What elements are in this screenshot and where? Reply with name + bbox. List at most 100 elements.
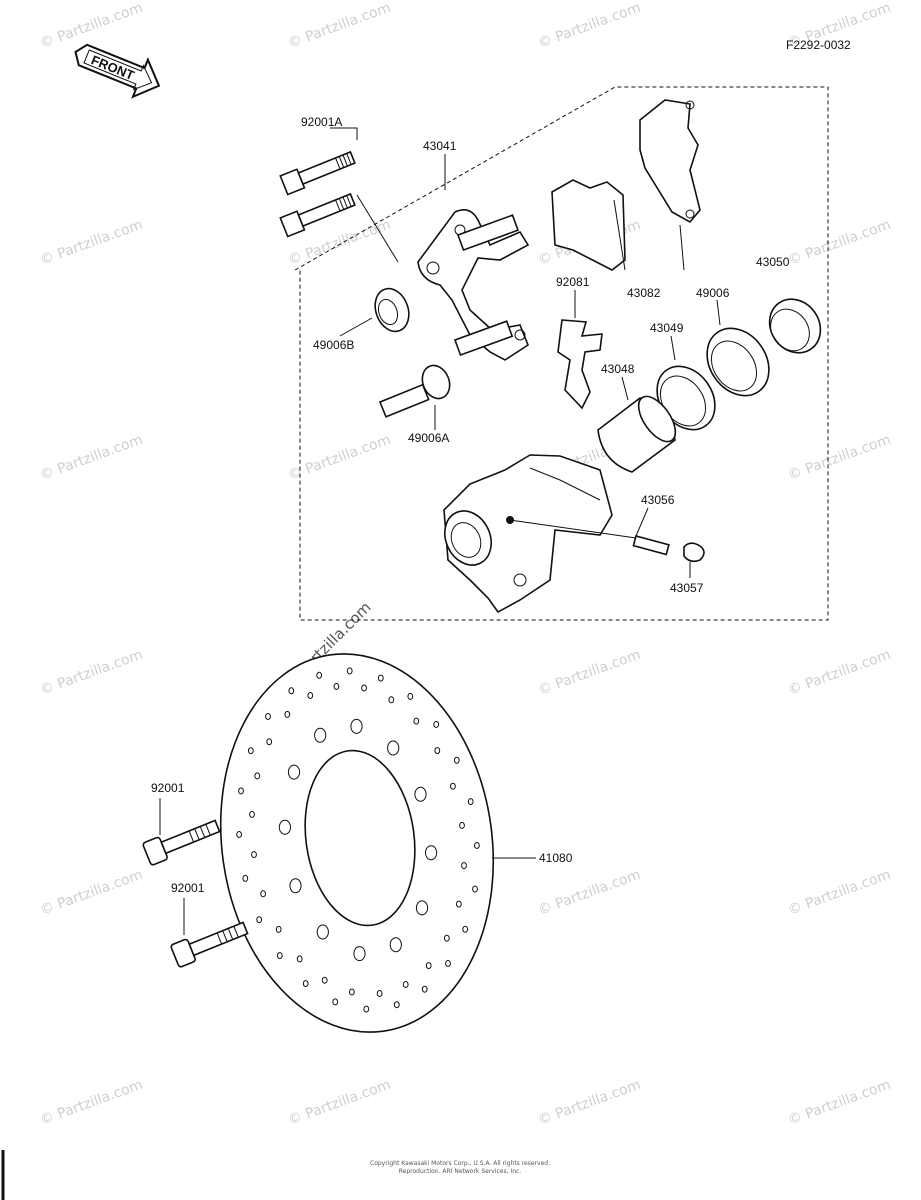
label-43049: 43049 [650,321,684,335]
disc-hole [302,980,309,988]
watermark: © Partzilla.com [786,647,893,699]
brake-pad-inner [551,179,626,271]
disc-hole [377,674,384,682]
caliper-bolt-92001A [279,127,399,263]
disc-hole [433,720,440,728]
disc-hole [462,925,469,933]
disc-hole [254,772,261,780]
disc-hole [284,710,291,718]
label-49006B: 49006B [313,338,354,352]
disc-hole [388,696,395,704]
disc-hole [443,934,450,942]
brake-pad-outer-43082 [639,99,701,224]
disc-hole [472,885,478,893]
disc-hole [321,976,328,984]
footer-line-2: Reproduction. ARI Network Services, Inc. [399,1168,522,1175]
disc-hole [445,960,451,967]
disc-hole [376,990,383,997]
disc-hole [361,684,368,692]
disc-hole [256,916,263,924]
disc-hole [393,1001,400,1009]
watermark: © Partzilla.com [786,217,893,269]
disc-hole [425,845,438,861]
disc-hole [314,727,327,743]
disc-hole [350,718,363,734]
disc-hole [455,900,462,908]
disc-bolt-92001-top [142,819,221,866]
watermark: © Partzilla.com [536,647,643,699]
dust-seal-43050 [768,298,822,354]
disc-hole [414,786,427,802]
disc-hole [450,782,456,790]
disc-hole [275,925,282,933]
disc-hole [434,747,441,755]
piston-seal-49006 [706,327,770,397]
disc-hole [474,842,480,849]
disc-hole [289,878,302,894]
disc-hole [453,756,460,764]
disc-hole [415,900,429,916]
disc-hole [425,962,432,970]
disc-hole [407,692,414,700]
disc-hole [288,687,295,695]
label-43057: 43057 [670,581,704,595]
bleed-cap-43057 [683,542,705,563]
disc-hole [247,747,254,755]
label-49006: 49006 [696,286,730,300]
disc-hole [421,985,428,993]
disc-hole [316,671,323,679]
watermark: © Partzilla.com [38,867,145,919]
disc-hole [251,851,257,859]
brake-disc-41080 [219,653,495,1033]
watermark: © Partzilla.com [536,1077,643,1129]
caliper-holder-43041 [417,209,530,361]
disc-hole [307,692,314,699]
disc-hole [296,955,303,963]
disc-hole [266,738,273,746]
watermark: © Partzilla.com [786,1077,893,1129]
watermark: © Partzilla.com [536,0,643,52]
disc-hole [265,713,271,720]
disc-hole [346,667,353,675]
watermark: © Partzilla.com [536,867,643,919]
caliper-assembly-box [294,86,829,621]
disc-hole [316,924,329,940]
watermark: © Partzilla.com [38,432,145,484]
disc-hole [363,1005,370,1013]
caliper-body-43056 [443,454,613,614]
label-92001-bottom: 92001 [171,881,205,895]
label-92081: 92081 [556,275,590,289]
watermark: © Partzilla.com [286,432,393,484]
label-92001-top: 92001 [151,781,185,795]
disc-hole [238,787,244,795]
label-43041: 43041 [423,139,457,153]
disc-bolt-92001-bottom [170,921,249,968]
disc-hole [249,810,255,818]
front-arrow-icon: FRONT [74,43,161,99]
disc-hole [276,952,283,960]
disc-hole [389,937,402,953]
label-43056: 43056 [641,493,675,507]
watermark: © Partzilla.com [286,0,393,52]
label-41080: 41080 [539,851,573,865]
boot-pin-49006A [378,364,451,418]
disc-hole [236,831,243,838]
watermark: © Partzilla.com [38,1077,145,1129]
disc-hole [461,862,467,870]
disc-hole [333,683,340,690]
boot-49006B [374,287,410,333]
disc-hole [287,764,301,780]
disc-hole [260,890,267,898]
footer-line-1: Copyright Kawasaki Motors Corp., U.S.A. … [370,1160,550,1167]
label-43048: 43048 [601,362,635,376]
diagram-code: F2292-0032 [786,38,851,52]
bleed-valve [509,519,670,556]
label-43082: 43082 [627,286,661,300]
disc-hole [353,946,366,962]
disc-hole [349,988,355,996]
watermark: © Partzilla.com [786,867,893,919]
label-43050: 43050 [756,255,790,269]
pad-spring-92081 [557,319,603,410]
disc-hole [242,874,249,882]
